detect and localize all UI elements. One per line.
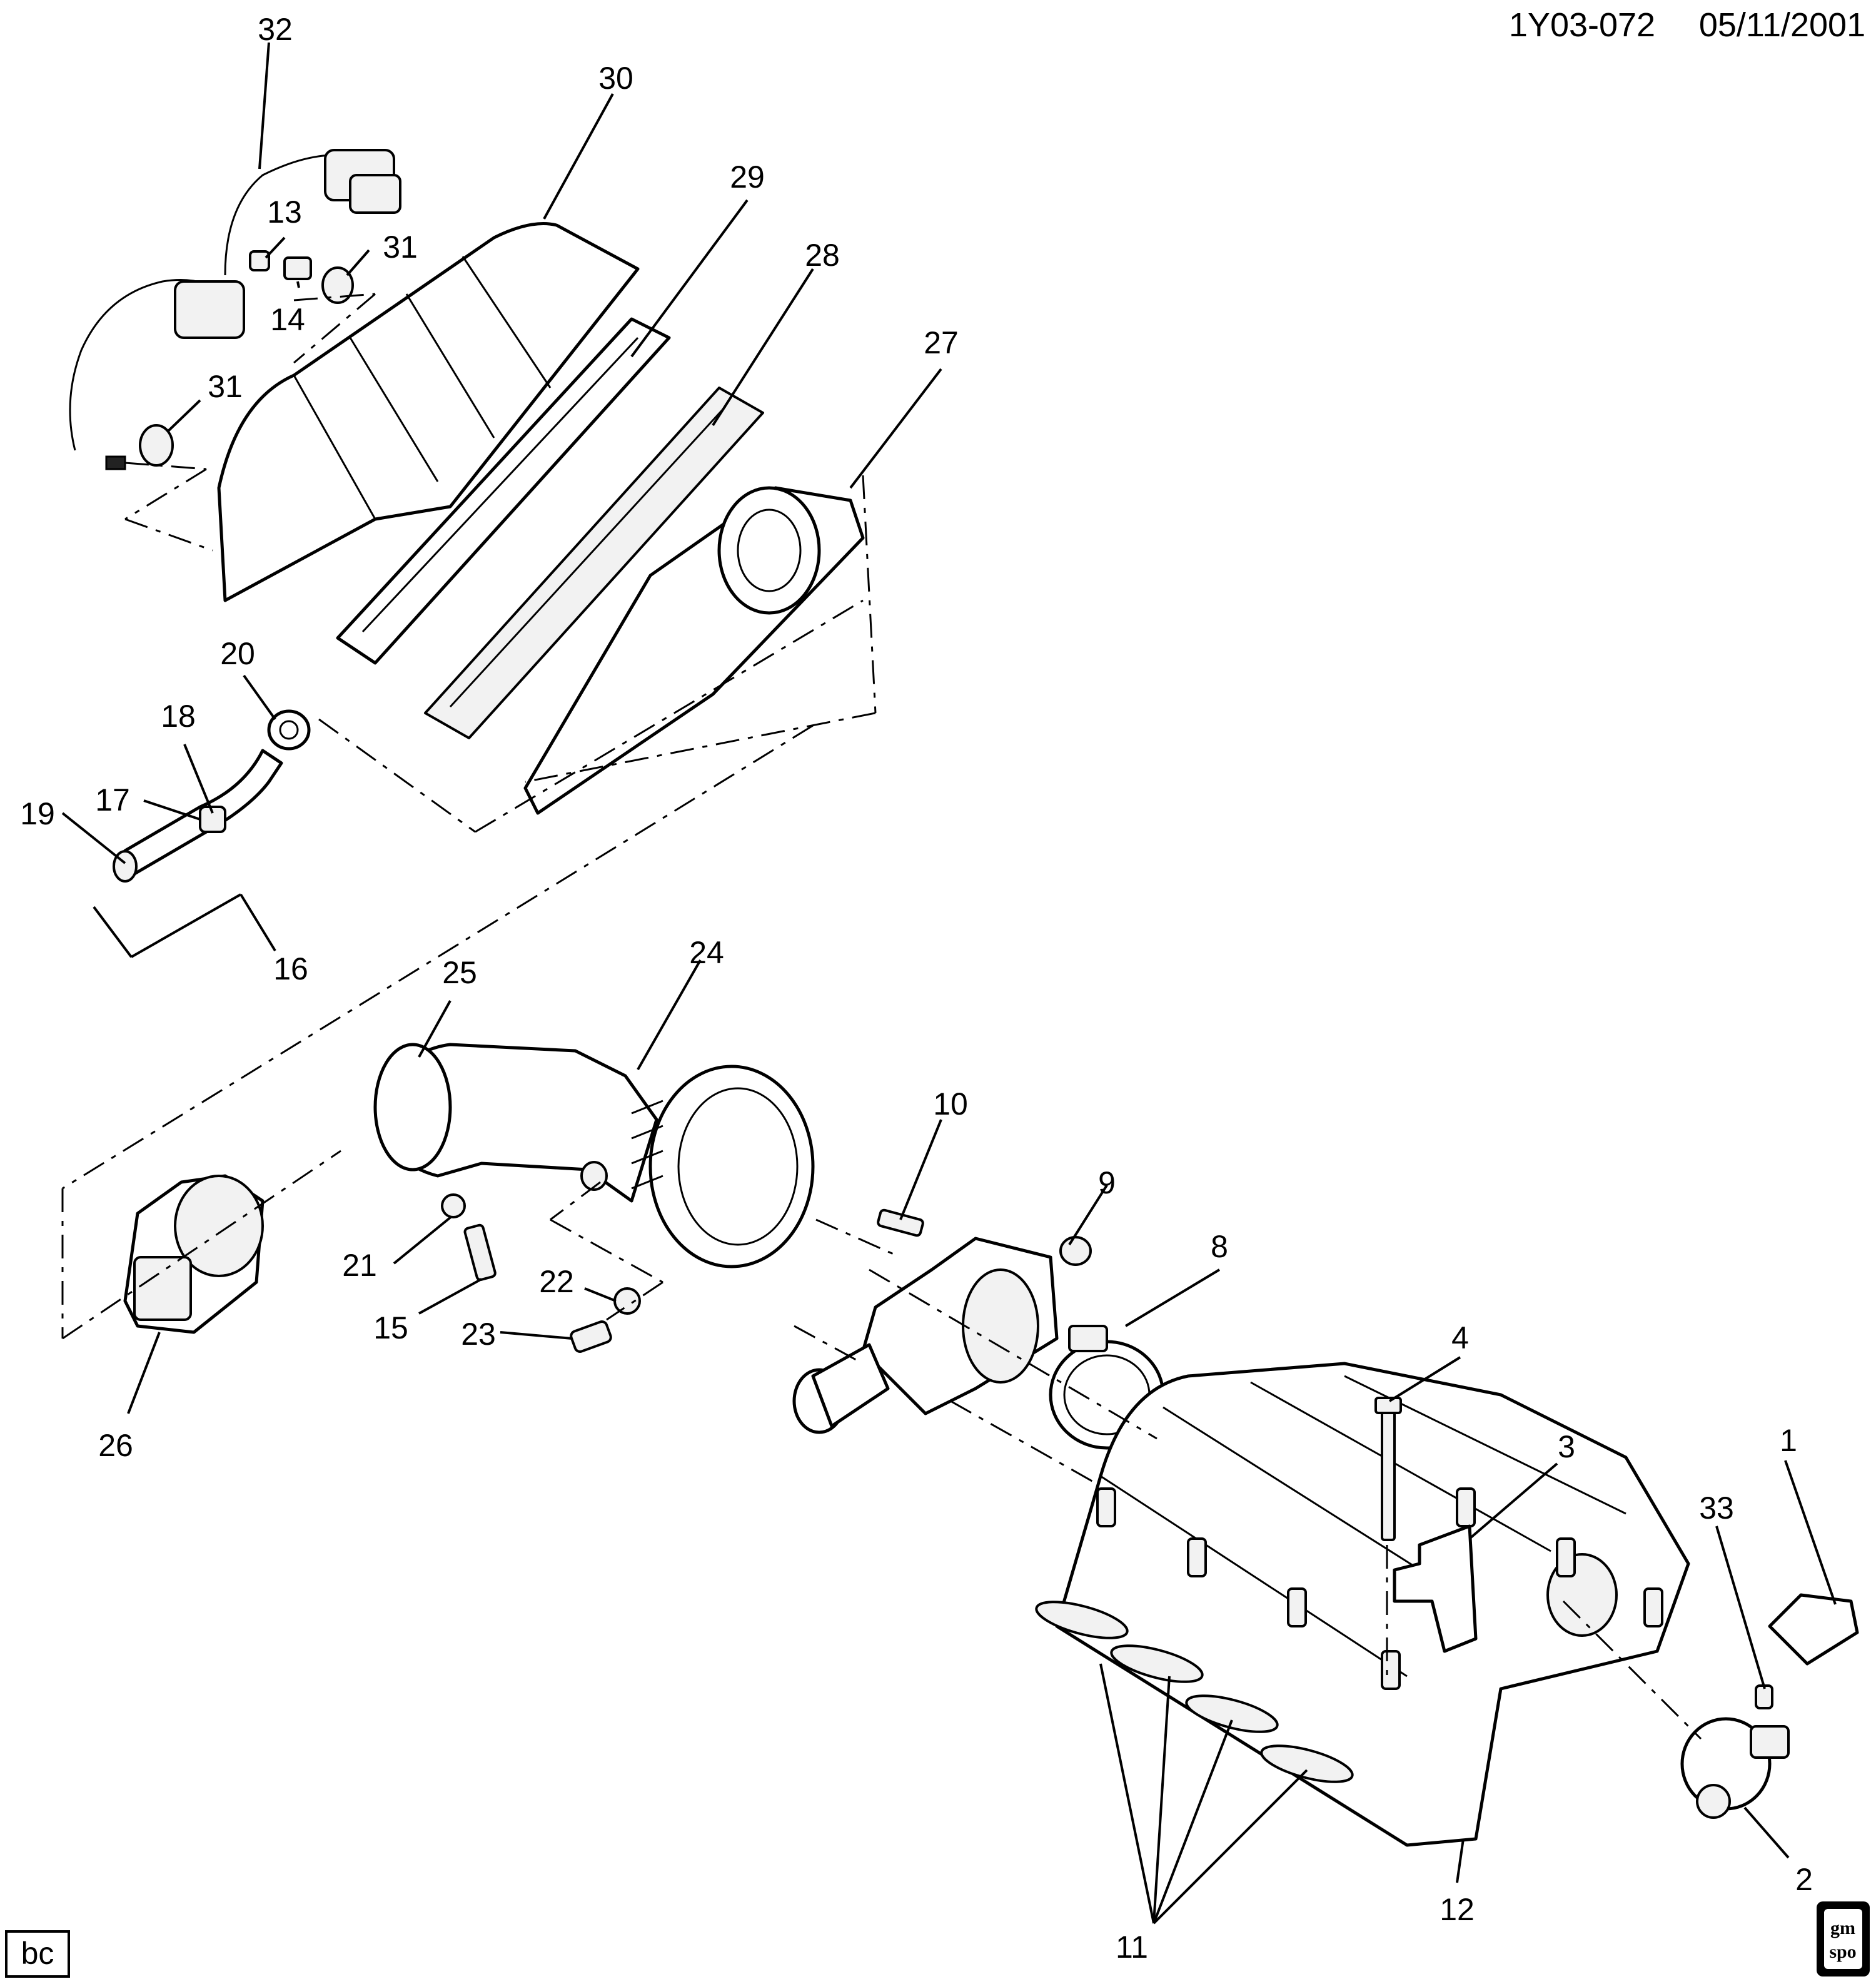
callout-10: 10	[933, 1086, 968, 1121]
callout-labels: 32 30 29 28 27 13 14 31 31 20 18 17 19 1…	[20, 12, 1813, 1965]
callout-9: 9	[1098, 1165, 1116, 1200]
callout-32: 32	[258, 12, 293, 47]
svg-text:gm: gm	[1830, 1918, 1855, 1938]
diagram-reference: 1Y03-072	[1509, 6, 1655, 44]
callout-23: 23	[461, 1317, 496, 1352]
part-23-sensor	[570, 1320, 612, 1353]
part-13-fitting	[249, 250, 270, 271]
callout-8: 8	[1211, 1229, 1228, 1264]
callout-12: 12	[1440, 1892, 1475, 1927]
part-20-grommet	[267, 709, 311, 751]
part-10-bolt	[877, 1208, 924, 1237]
callout-25: 25	[442, 955, 477, 990]
part-14-fitting	[283, 256, 312, 280]
callout-13: 13	[267, 195, 302, 230]
part-4-bolt	[1374, 1397, 1402, 1541]
callout-1: 1	[1780, 1423, 1797, 1458]
part-26-maf-sensor	[123, 1174, 265, 1334]
part-30-air-cleaner-cover	[217, 222, 640, 602]
part-11-manifold-gaskets	[1035, 1601, 1354, 1783]
callout-29: 29	[730, 159, 765, 195]
callout-14: 14	[270, 302, 305, 337]
callout-16: 16	[273, 951, 308, 986]
part-21-grommet	[441, 1193, 466, 1218]
part-3-bracket	[1393, 1524, 1478, 1653]
callout-27: 27	[924, 325, 959, 360]
callout-21: 21	[342, 1248, 377, 1283]
callout-24: 24	[689, 935, 724, 970]
part-15-sensor	[463, 1223, 497, 1282]
part-29-filter-frame	[336, 317, 671, 665]
leader-lines	[61, 42, 1837, 1925]
part-27-air-cleaner-lower	[523, 486, 865, 815]
part-32-harness	[69, 149, 401, 470]
svg-text:spo: spo	[1829, 1941, 1856, 1962]
callout-17: 17	[95, 782, 130, 817]
callout-15: 15	[373, 1310, 408, 1345]
diagram-date: 05/11/2001	[1699, 6, 1865, 44]
callout-4: 4	[1451, 1320, 1469, 1355]
part-25-duct-clamp	[373, 1043, 452, 1172]
callout-31-upper: 31	[383, 230, 418, 265]
part-33-fitting	[1755, 1684, 1773, 1709]
gm-spo-logo: gm spo	[1817, 1901, 1870, 1976]
callout-22: 22	[539, 1264, 574, 1299]
part-9-throttle-body	[792, 1236, 1092, 1434]
artist-initials-box: bc	[5, 1930, 70, 1978]
callout-2: 2	[1795, 1862, 1813, 1897]
part-16-hose-assembly	[113, 749, 283, 883]
callout-26: 26	[98, 1428, 133, 1463]
part-1-connector	[1768, 1593, 1859, 1666]
part-2-valve	[1680, 1717, 1790, 1819]
callout-18: 18	[161, 699, 196, 734]
part-28-filter-element	[424, 387, 764, 739]
part-12-intake-manifold	[1055, 1362, 1690, 1847]
callout-28: 28	[805, 238, 840, 273]
callout-3: 3	[1558, 1429, 1575, 1464]
callout-11: 11	[1116, 1930, 1148, 1965]
callout-33: 33	[1699, 1491, 1734, 1526]
callout-30: 30	[598, 61, 633, 96]
callout-31-lower: 31	[208, 369, 243, 404]
callout-20: 20	[220, 636, 255, 671]
part-31-grommet-upper	[321, 266, 354, 304]
assembly-guide-lines	[61, 293, 1702, 1740]
callout-19: 19	[20, 796, 55, 831]
svg-text:bc: bc	[21, 1936, 54, 1971]
part-31-grommet-lower	[139, 424, 174, 467]
